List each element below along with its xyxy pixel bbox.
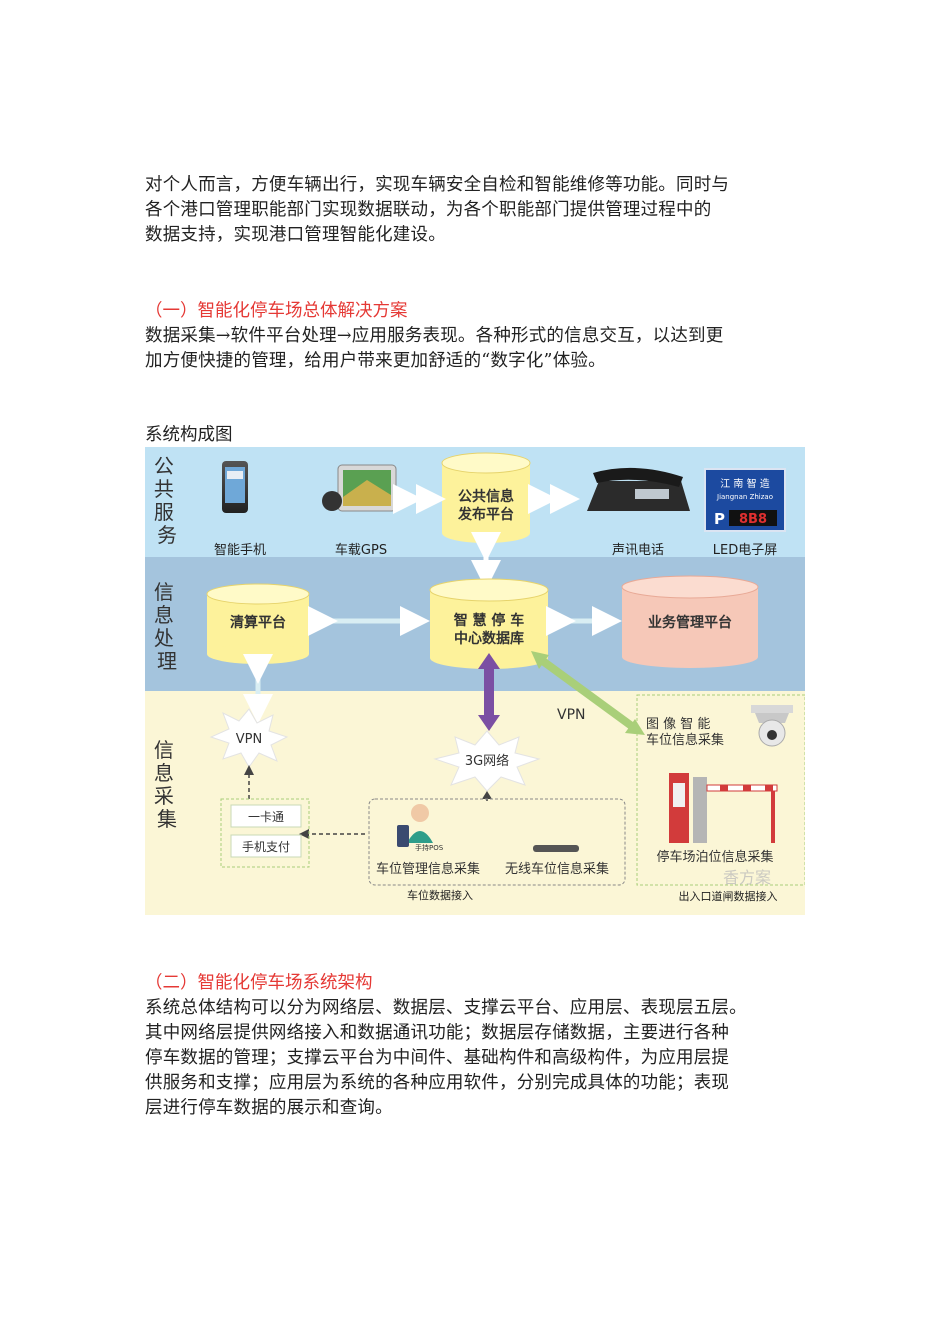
arrow-head [244,765,254,775]
char: 公 [154,454,174,478]
mobile-pay-tile [230,834,302,858]
label-business: 业务管理平台 [648,614,732,631]
section2-line: 停车数据的管理；支撑云平台为中间件、基础构件和高级构件，为应用层提 [145,1048,730,1068]
section1-line: 加方便快捷的管理，给用户带来更加舒适的“数字化”体验。 [145,351,606,371]
label-wireless: 无线车位信息采集 [505,861,609,877]
card-tile [230,804,302,828]
label-spot-mgmt: 车位管理信息采集 [376,861,480,877]
arrow-head [299,829,309,839]
arrow-db-3g [478,653,500,731]
label-vpn-arrow: VPN [557,707,586,723]
char: 息 [154,603,174,627]
led-sign-sub: Jiangnan Zhizao [716,493,773,501]
arrow-db-camera-vpn [537,655,636,731]
label-pos: 手持POS [415,843,444,852]
section-heading-1: （一）智能化停车场总体解决方案 [145,301,408,321]
arrow-head [482,791,492,799]
dome-camera-icon [751,705,793,747]
label-gate-access: 出入口道闸数据接入 [679,889,778,903]
label-publish-1: 公共信息 [458,488,514,505]
telephone-icon [587,467,690,511]
label-db-1: 智 慧 停 车 [453,612,525,629]
led-screen-icon: 江 南 智 造 Jiangnan Zhizao P 8B8 [704,468,786,532]
figure-caption: 系统构成图 [145,425,233,445]
char: 集 [157,807,177,831]
label-parking-spot: 停车场泊位信息采集 [656,849,773,865]
intro-paragraph: 对个人而言，方便车辆出行，实现车辆安全自检和智能维修等功能。同时与 各个港口管理… [145,173,810,248]
section1-line: 数据采集→软件平台处理→应用服务表现。各种形式的信息交互，以达到更 [145,326,724,346]
char: 信 [154,738,174,762]
label-camera-1: 图 像 智 能 [646,717,710,732]
label-smartphone: 智能手机 [214,543,266,558]
section1-paragraph: 数据采集→软件平台处理→应用服务表现。各种形式的信息交互，以达到更 加方便快捷的… [145,324,810,374]
char: 息 [154,761,174,785]
label-camera-2: 车位信息采集 [646,732,724,748]
band-label-public: 公 共 服 务 [154,454,180,547]
char: 服 [154,500,174,524]
led-parking-p: P [714,510,725,528]
arrow-head [625,719,645,735]
watermark: 香方案 [723,868,771,887]
pos-operator-icon [397,804,433,847]
label-gps: 车载GPS [335,542,387,558]
char: 采 [154,784,174,808]
band-label-process: 信 息 处 理 [154,580,180,673]
publish-platform-cylinder [441,452,531,543]
section-heading-2: （二）智能化停车场系统架构 [145,973,373,993]
barrier-gate-icon [669,773,778,843]
arrow-head [531,651,549,669]
clearing-platform-cylinder [206,583,310,664]
char: 共 [154,477,174,501]
label-telephone: 声讯电话 [612,543,664,558]
intro-line: 对个人而言，方便车辆出行，实现车辆安全自检和智能维修等功能。同时与 [145,175,730,195]
label-mobile-pay: 手机支付 [242,840,290,854]
char: 信 [154,580,174,604]
smartphone-icon [222,461,248,513]
spot-data-box [368,798,626,886]
label-card: 一卡通 [248,810,284,824]
label-publish-2: 发布平台 [457,506,514,523]
led-digits: 8B8 [739,512,767,527]
public-arrows [393,484,580,590]
wireless-sensor-icon [533,845,579,852]
processing-arrows [243,606,622,724]
section2-paragraph: 系统总体结构可以分为网络层、数据层、支撑云平台、应用层、表现层五层。 其中网络层… [145,996,810,1121]
business-platform-cylinder [621,575,759,668]
char: 处 [154,626,174,650]
system-architecture-diagram: 公 共 服 务 信 息 处 理 信 息 采 集 智能手机 车载GPS [145,447,805,915]
gate-data-box [636,694,805,886]
intro-line: 数据支持，实现港口管理智能化建设。 [145,225,446,245]
section2-line: 其中网络层提供网络接入和数据通讯功能；数据层存储数据，主要进行各种 [145,1023,730,1043]
intro-line: 各个港口管理职能部门实现数据联动，为各个职能部门提供管理过程中的 [145,200,712,220]
gps-device-icon [322,464,397,512]
section2-line: 层进行停车数据的展示和查询。 [145,1098,393,1118]
char: 理 [157,649,177,673]
section2-line: 系统总体结构可以分为网络层、数据层、支撑云平台、应用层、表现层五层。 [145,998,747,1018]
led-sign-title: 江 南 智 造 [720,477,770,490]
payment-box [220,798,310,868]
label-db-2: 中心数据库 [454,630,524,647]
label-vpn-burst: VPN [236,732,262,747]
section2-line: 供服务和支撑；应用层为系统的各种应用软件，分别完成具体的功能；表现 [145,1073,730,1093]
label-3g: 3G网络 [465,753,509,769]
char: 务 [157,523,177,547]
label-led: LED电子屏 [713,543,777,558]
label-clearing: 清算平台 [230,614,286,631]
central-database-cylinder [429,578,549,669]
band-label-collect: 信 息 采 集 [154,738,180,831]
label-spot-access: 车位数据接入 [407,888,473,902]
